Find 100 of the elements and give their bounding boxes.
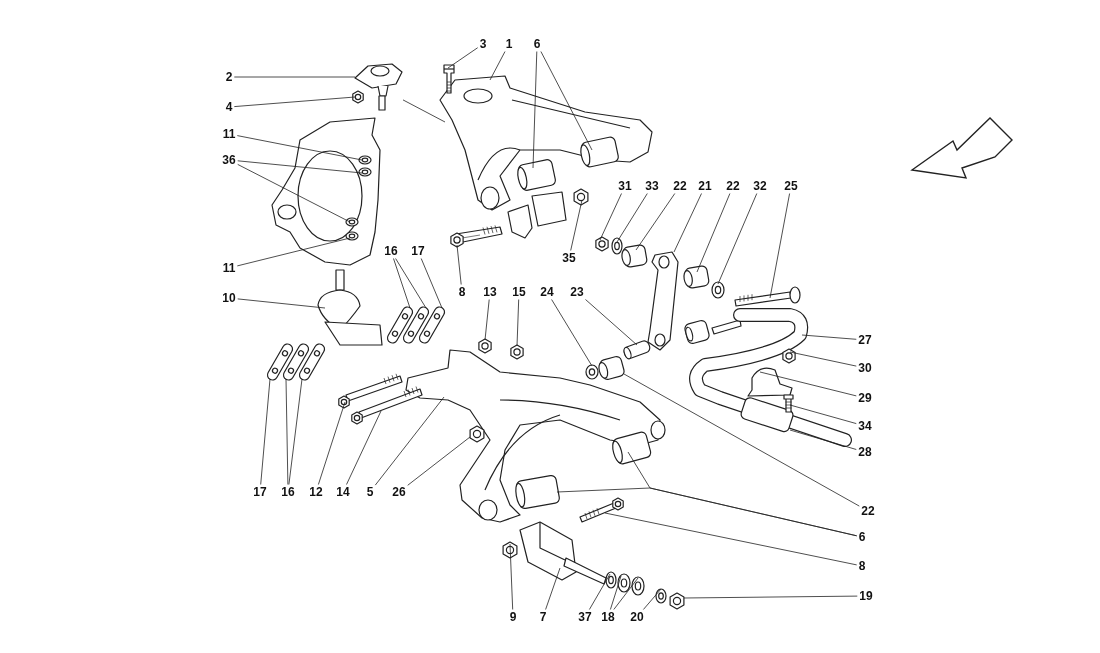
callout-number: 22 [725, 179, 741, 193]
callout-number: 16 [280, 485, 296, 499]
leader-line [233, 76, 356, 78]
nut [352, 90, 364, 104]
callout-number: 18 [600, 610, 616, 624]
washer [358, 167, 372, 177]
leader-line [683, 595, 858, 599]
bushing [517, 158, 557, 192]
callout-number: 30 [857, 361, 873, 375]
leader-line [456, 244, 462, 285]
callout-number: 31 [617, 179, 633, 193]
leader-line [288, 378, 303, 485]
callout-number: 22 [672, 179, 688, 193]
leader-line [393, 258, 411, 309]
leader-line [545, 567, 561, 610]
leader-line [407, 436, 471, 486]
leader-line [509, 543, 514, 610]
spacer-tube [622, 338, 652, 361]
nut [502, 541, 518, 559]
callout-number: 6 [532, 37, 542, 51]
callout-number: 21 [697, 179, 713, 193]
callout-number: 5 [365, 485, 375, 499]
leader-line [673, 193, 702, 253]
callout-number: 15 [511, 285, 527, 299]
nut [478, 338, 492, 354]
callout-number: 9 [508, 610, 518, 624]
bushing [621, 243, 649, 269]
leader-line [635, 193, 676, 251]
leader-line [516, 299, 520, 347]
bushing [683, 264, 711, 290]
callout-number: 8 [857, 559, 867, 573]
leader-line [570, 199, 583, 251]
leader-line [374, 396, 445, 486]
callout-number: 8 [457, 285, 467, 299]
callout-number: 14 [335, 485, 351, 499]
leader-line [318, 401, 346, 485]
leader-line [285, 378, 289, 485]
callout-number: 19 [858, 589, 874, 603]
leader-line [789, 351, 857, 367]
leader-line [585, 299, 638, 346]
washer [358, 155, 372, 165]
leader-line [420, 258, 443, 309]
bolt [579, 497, 624, 523]
leader-line [236, 237, 351, 267]
leader-line [237, 164, 351, 223]
callout-number: 33 [644, 179, 660, 193]
callout-number: 29 [857, 391, 873, 405]
leader-line [759, 371, 857, 397]
nut [510, 344, 524, 360]
leader-line [540, 51, 593, 151]
callout-number: 22 [860, 504, 876, 518]
bolt [450, 225, 503, 248]
nut [669, 592, 685, 610]
leader-line [789, 404, 857, 424]
ball-joint [354, 63, 403, 111]
leader-line [769, 193, 790, 299]
callout-number: 28 [857, 445, 873, 459]
callout-number: 7 [538, 610, 548, 624]
stabilizer-bar [689, 308, 852, 447]
washer [617, 573, 631, 593]
nut [469, 425, 485, 443]
bolt [443, 64, 455, 94]
callout-number: 6 [857, 530, 867, 544]
callout-number: 24 [539, 285, 555, 299]
leader-line [599, 193, 622, 241]
bolt [351, 386, 423, 425]
leader-line [447, 47, 479, 69]
washer [611, 237, 623, 255]
control-arm [405, 349, 666, 523]
leader-line [346, 410, 382, 485]
leader-line [613, 577, 639, 610]
leader-line [616, 193, 648, 243]
stud [734, 286, 801, 307]
nut [573, 188, 589, 206]
ball-joint [317, 269, 383, 346]
leader-line [260, 378, 271, 485]
callout-number: 26 [391, 485, 407, 499]
leader-line [236, 135, 363, 161]
callout-number: 11 [221, 127, 237, 141]
callout-number: 10 [221, 291, 237, 305]
callout-number: 34 [857, 419, 873, 433]
callout-number: 3 [478, 37, 488, 51]
washer [711, 281, 725, 299]
leader-line [589, 573, 611, 610]
callout-number: 1 [504, 37, 514, 51]
callout-number: 35 [561, 251, 577, 265]
callout-number: 27 [857, 333, 873, 347]
callout-number: 4 [224, 100, 234, 114]
washer [631, 576, 645, 596]
leader-line [484, 299, 490, 341]
leader-line [717, 193, 758, 285]
callout-number: 17 [252, 485, 268, 499]
callout-number: 12 [308, 485, 324, 499]
bushing [611, 430, 653, 466]
leader-line [489, 51, 506, 81]
callout-number: 23 [569, 285, 585, 299]
leader-line [395, 258, 427, 309]
callout-number: 37 [577, 610, 593, 624]
leader-line [610, 575, 622, 610]
washer [345, 217, 359, 227]
